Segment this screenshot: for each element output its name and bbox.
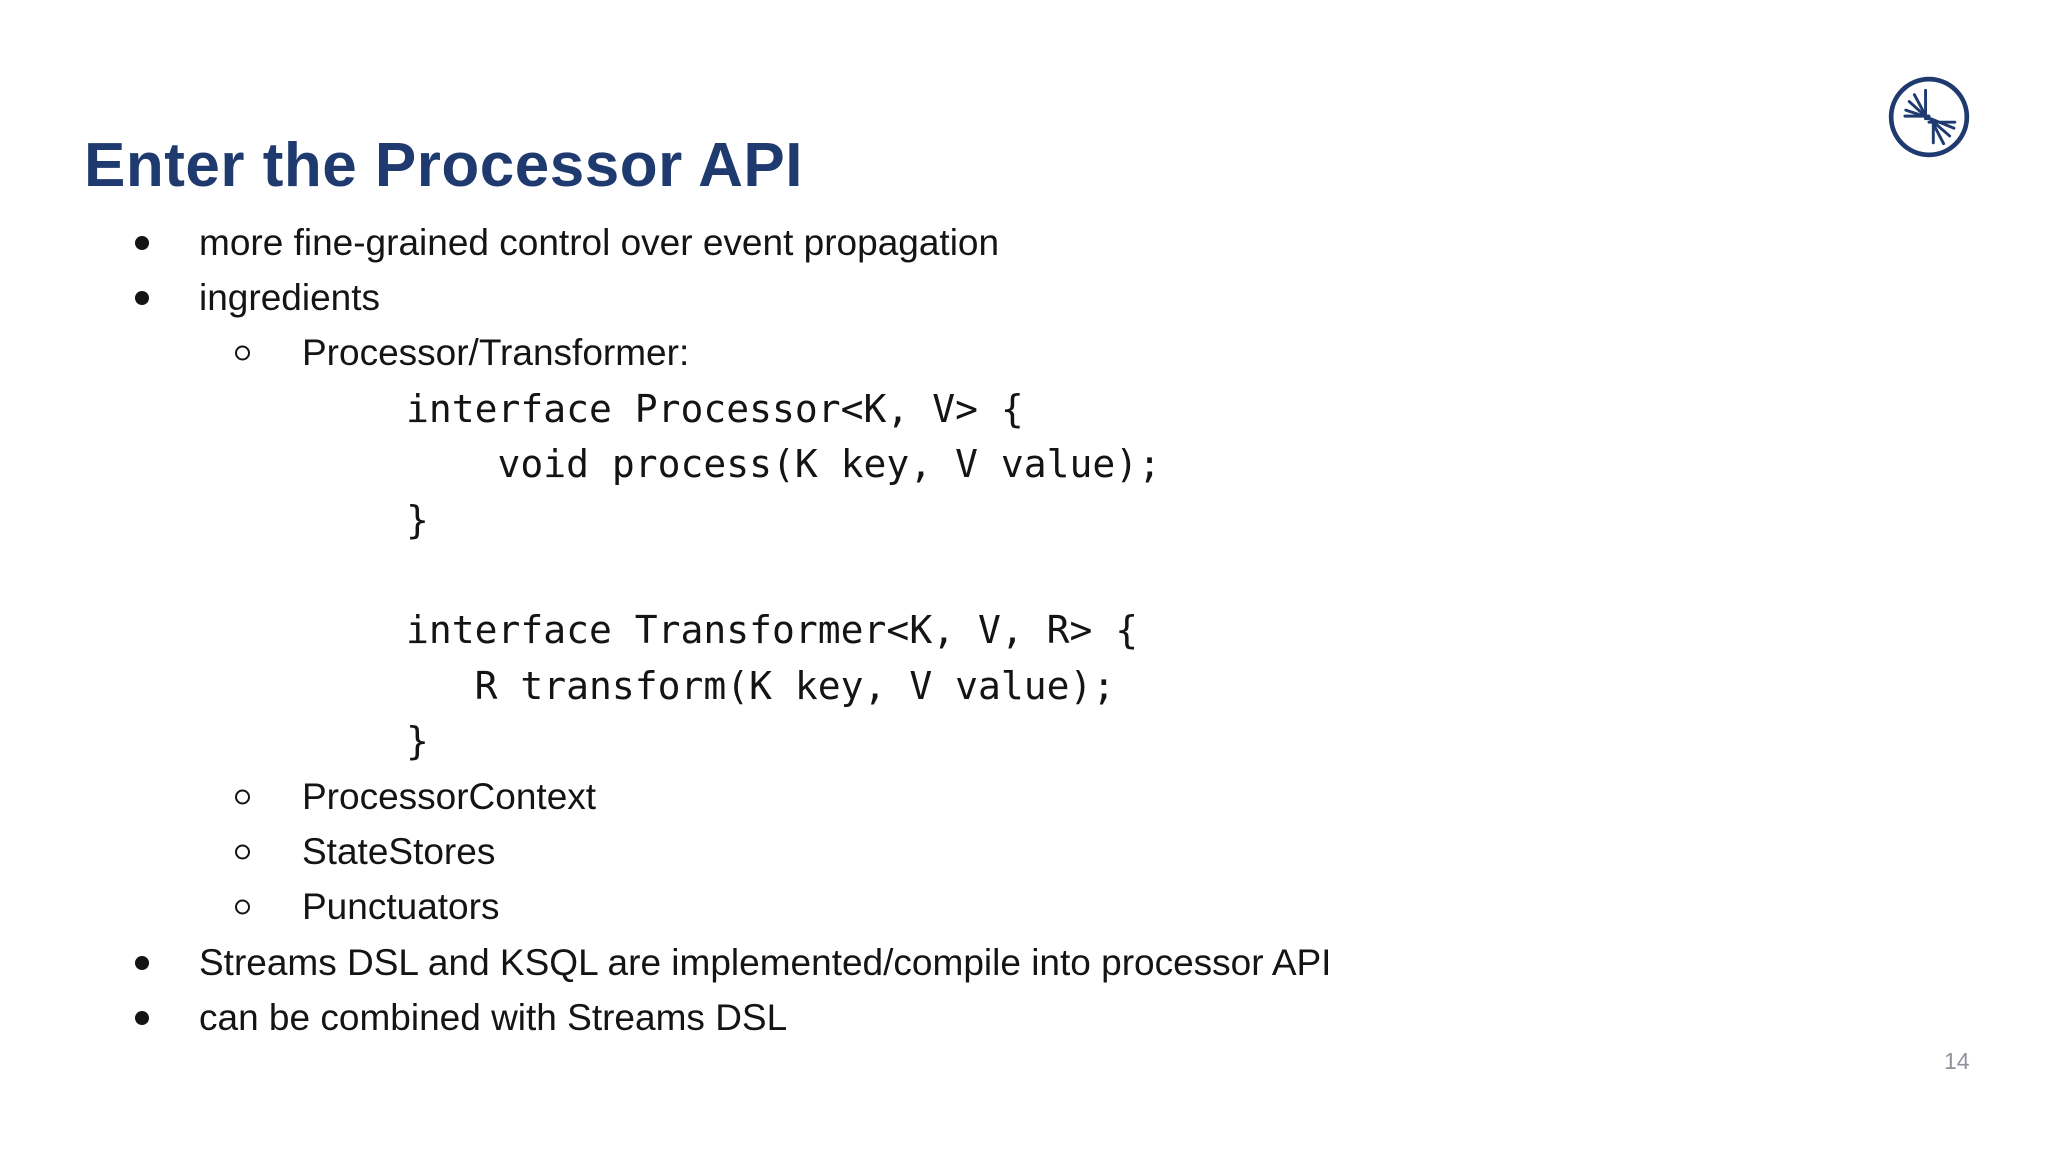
list-item: can be combined with Streams DSL (0, 990, 2048, 1045)
bullet-icon (135, 1011, 149, 1026)
code-text: R transform(K key, V value); (406, 663, 1116, 708)
code-line: void process(K key, V value); (0, 437, 2048, 492)
circle-bullet-icon (235, 345, 250, 361)
code-line: } (0, 492, 2048, 547)
code-line: interface Transformer<K, V, R> { (0, 603, 2048, 658)
code-text: interface Transformer<K, V, R> { (406, 608, 1139, 653)
list-item-text: more fine-grained control over event pro… (199, 221, 1000, 263)
code-text: } (406, 719, 429, 764)
list-item: StateStores (0, 824, 2048, 879)
bullet-list: more fine-grained control over event pro… (0, 215, 2048, 1046)
list-item: ProcessorContext (0, 769, 2048, 824)
list-item-text: StateStores (302, 830, 496, 872)
circle-bullet-icon (235, 899, 250, 915)
page-number: 14 (1944, 1048, 1970, 1074)
slide-title: Enter the Processor API (84, 130, 803, 200)
list-item-text: Streams DSL and KSQL are implemented/com… (199, 941, 1332, 983)
bullet-icon (135, 955, 149, 970)
list-item: Streams DSL and KSQL are implemented/com… (0, 935, 2048, 990)
confluent-logo-icon (1888, 76, 1970, 158)
code-line-blank (0, 547, 2048, 602)
list-item-text: ingredients (199, 277, 381, 319)
code-line: interface Processor<K, V> { (0, 381, 2048, 436)
list-item-text: ProcessorContext (302, 775, 597, 817)
code-text: interface Processor<K, V> { (406, 386, 1024, 431)
list-item: ingredients (0, 270, 2048, 325)
bullet-icon (135, 235, 149, 250)
code-line: } (0, 714, 2048, 769)
list-item-text: Processor/Transformer: (302, 332, 690, 374)
bullet-icon (135, 291, 149, 306)
list-item: more fine-grained control over event pro… (0, 215, 2048, 270)
code-text: void process(K key, V value); (406, 442, 1161, 487)
code-text: } (406, 497, 429, 542)
list-item: Punctuators (0, 880, 2048, 935)
circle-bullet-icon (235, 789, 250, 805)
circle-bullet-icon (235, 844, 250, 860)
list-item-text: Punctuators (302, 886, 500, 928)
list-item-text: can be combined with Streams DSL (199, 997, 788, 1039)
code-line: R transform(K key, V value); (0, 658, 2048, 713)
list-item: Processor/Transformer: (0, 326, 2048, 381)
